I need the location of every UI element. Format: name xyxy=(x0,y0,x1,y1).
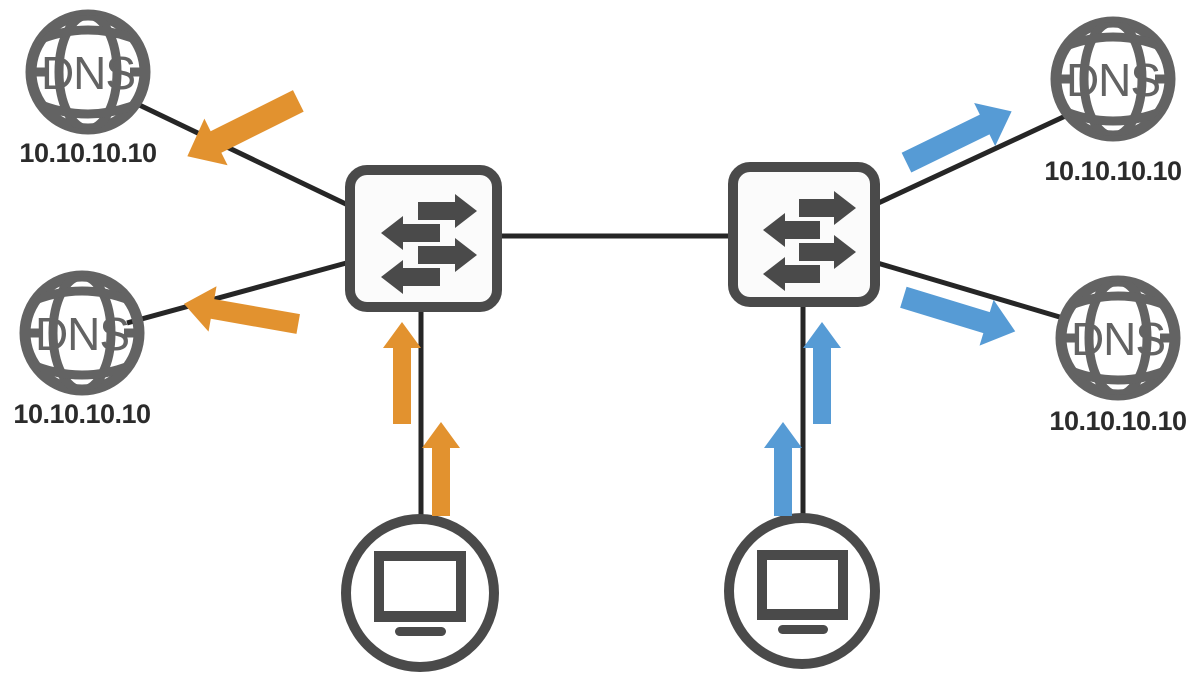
dns-ip-label: 10.10.10.10 xyxy=(19,138,156,168)
dns-node-top-right[interactable]: DNS 10.10.10.10 xyxy=(1044,16,1182,186)
network-switch-icon xyxy=(763,191,856,291)
arrow-right-client-up-a xyxy=(803,322,841,424)
link-switch-left-to-dns-top-left xyxy=(129,98,352,209)
desktop-computer-icon xyxy=(374,551,466,636)
switch-left[interactable] xyxy=(345,165,502,312)
globe-dns-icon: DNS xyxy=(1055,275,1181,401)
link-switch-right-to-dns-top-right xyxy=(872,109,1076,208)
arrow-left-upper-to-dns xyxy=(187,90,304,166)
desktop-computer-icon xyxy=(757,550,848,634)
dns-node-bottom-right[interactable]: DNS 10.10.10.10 xyxy=(1049,275,1187,436)
switch-right[interactable] xyxy=(728,162,880,307)
client-left[interactable] xyxy=(341,514,499,672)
link-switch-left-to-dns-bottom-left xyxy=(126,259,351,326)
arrow-right-client-up-b xyxy=(764,422,802,516)
link-switch-right-to-dns-bottom-right xyxy=(873,259,1064,321)
arrow-right-upper-to-dns xyxy=(901,102,1012,173)
globe-dns-icon: DNS xyxy=(25,9,151,135)
dns-ip-label: 10.10.10.10 xyxy=(1044,156,1181,186)
globe-dns-icon: DNS xyxy=(19,270,145,396)
connection-lines xyxy=(126,98,1076,527)
dns-wordmark: DNS xyxy=(41,47,135,99)
dns-wordmark: DNS xyxy=(1071,313,1165,365)
arrow-left-lower-to-dns xyxy=(183,286,300,334)
flow-arrows-orange xyxy=(183,90,460,516)
arrow-right-lower-to-dns xyxy=(900,286,1016,346)
dns-node-top-left[interactable]: DNS 10.10.10.10 xyxy=(19,9,157,168)
dns-node-bottom-left[interactable]: DNS 10.10.10.10 xyxy=(13,270,151,429)
globe-dns-icon: DNS xyxy=(1050,16,1176,142)
flow-arrows-blue xyxy=(764,102,1016,516)
dns-ip-label: 10.10.10.10 xyxy=(1049,406,1186,436)
client-right[interactable] xyxy=(724,513,880,669)
dns-ip-label: 10.10.10.10 xyxy=(13,399,150,429)
arrow-left-client-up-a xyxy=(383,322,421,424)
dns-wordmark: DNS xyxy=(1066,54,1160,106)
network-switch-icon xyxy=(381,194,477,294)
arrow-left-client-up-b xyxy=(422,422,460,516)
dns-wordmark: DNS xyxy=(35,308,129,360)
